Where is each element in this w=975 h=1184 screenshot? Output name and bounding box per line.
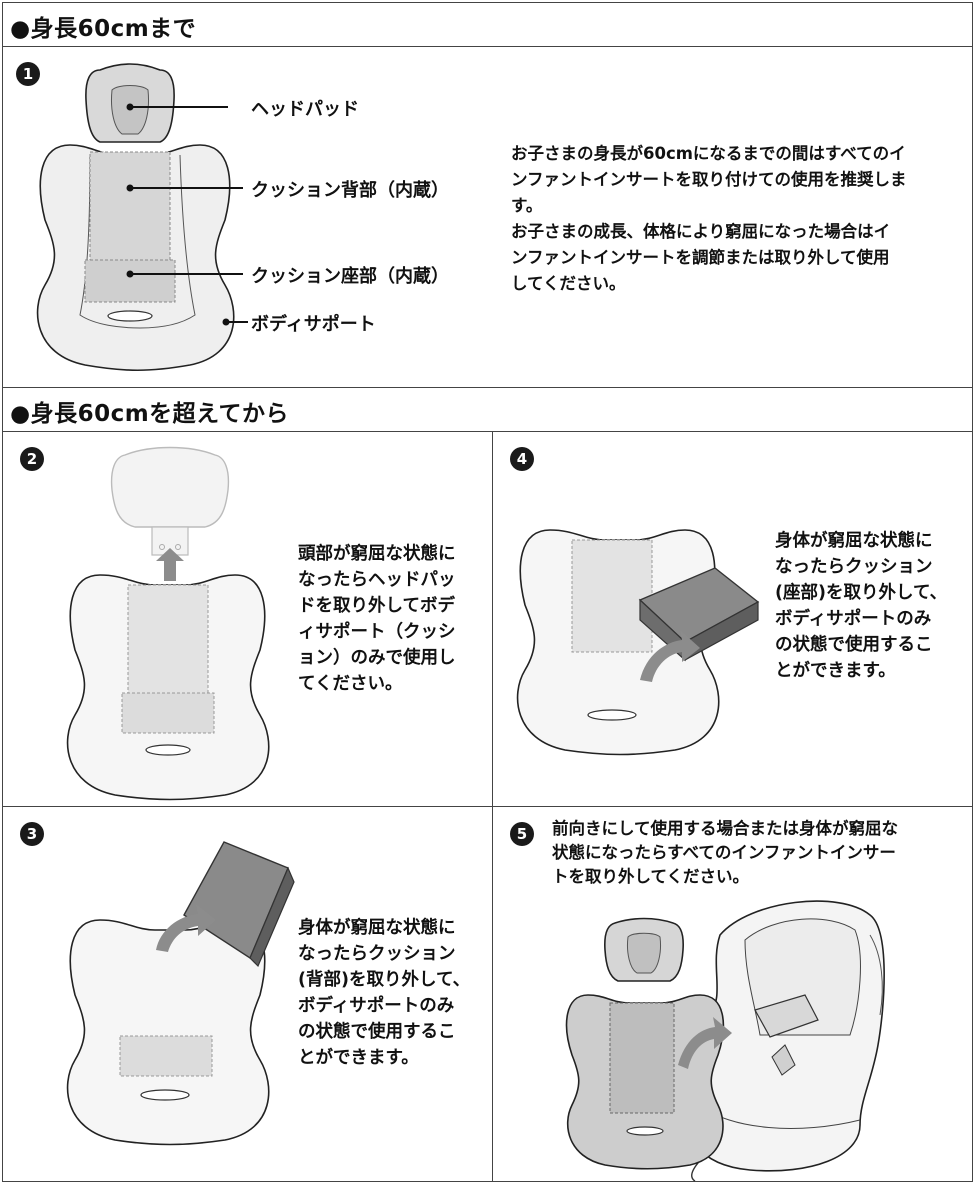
label-head-pad: ヘッドパッド [251,99,359,120]
head-pad-removal-illustration [66,446,270,801]
panel-5 [492,806,973,1182]
panel-2-text: 頭部が窮屈な状態に なったらヘッドパッ ドを取り外してボデ ィサポート（クッシ … [298,544,456,694]
removal-arrow-icon [640,630,700,682]
label-cushion-back: クッション背部（内蔵） [251,180,449,201]
car-seat-illustration [565,900,885,1182]
label-body-support: ボディサポート [251,314,376,335]
step-3-badge: 3 [20,822,44,846]
step-2-badge: 2 [20,447,44,471]
label-cushion-seat: クッション座部（内蔵） [251,266,449,287]
section1-description: お子さまの身長が60cmになるまでの間はすべてのイ ンファントインサートを取り付… [511,144,907,293]
removal-arrow-icon [678,1017,732,1069]
section2-header: ●身長60cmを超えてから [10,401,290,427]
infant-insert-illustration [36,63,248,372]
step-4-badge: 4 [510,447,534,471]
seat-cushion-removal-illustration [516,529,760,756]
back-cushion-removal-illustration [66,841,295,1146]
panel-5-text: 前向きにして使用する場合または身体が窮屈な 状態になったらすべてのインファントイ… [552,819,899,886]
panel-3-text: 身体が窮屈な状態に なったらクッション (背部)を取り外して、 ボディサポートの… [298,918,471,1068]
step-5-badge: 5 [510,822,534,846]
removal-arrow-icon [156,548,184,581]
panel-4-text: 身体が窮屈な状態に なったらクッション (座部)を取り外して、 ボディサポートの… [775,531,948,681]
step-1-badge: 1 [16,62,40,86]
section1-header: ●身長60cmまで [10,16,197,42]
removal-arrow-icon [156,904,216,952]
